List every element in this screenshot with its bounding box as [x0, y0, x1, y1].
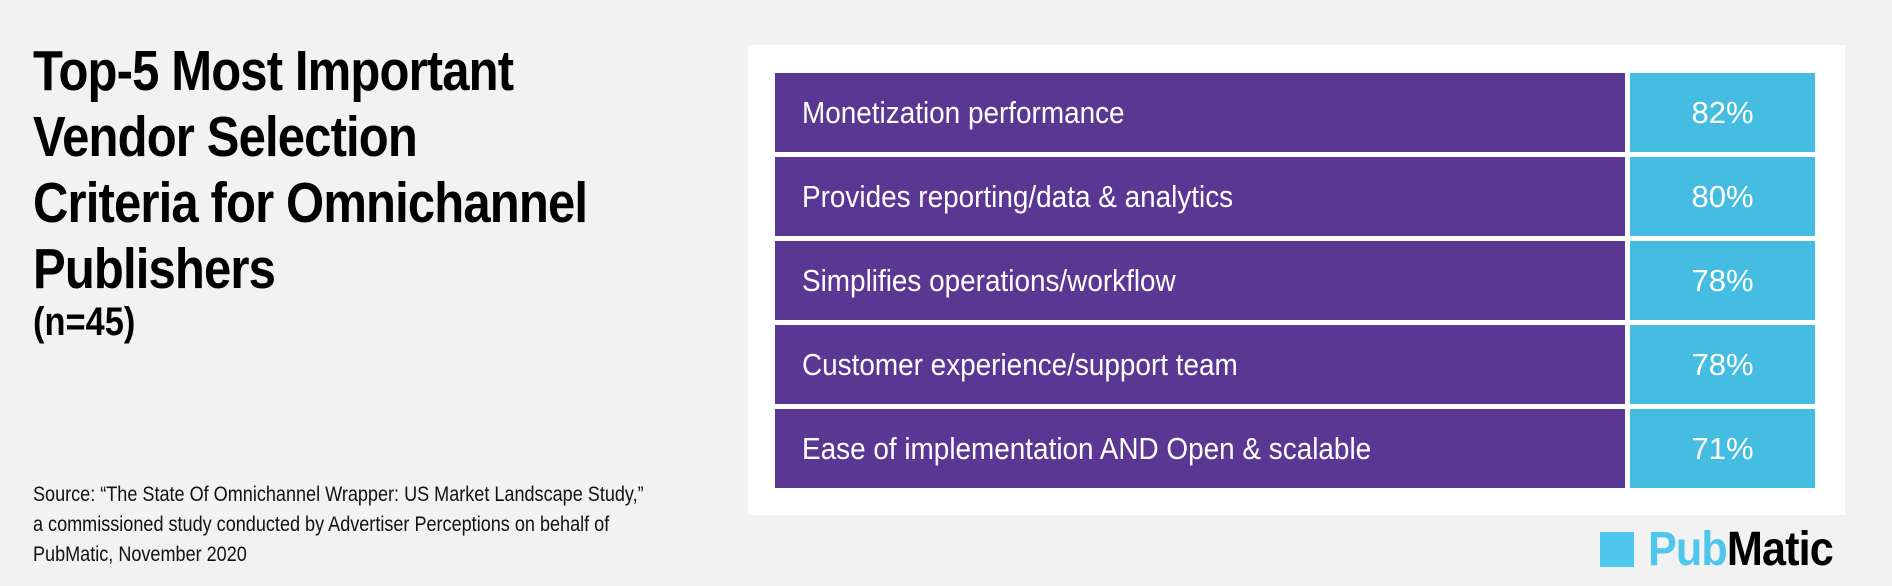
title-line: Top-5 Most Important — [33, 39, 514, 103]
criterion-label: Simplifies operations/workflow — [802, 263, 1176, 298]
criterion-label: Ease of implementation AND Open & scalab… — [802, 431, 1372, 466]
title-line: Criteria for Omnichannel — [33, 171, 588, 235]
logo-square-icon — [1600, 532, 1634, 567]
criterion-label: Customer experience/support team — [802, 347, 1238, 382]
logo-matic: Matic — [1726, 523, 1834, 576]
title-line: Vendor Selection — [33, 105, 418, 169]
logo-pub: Pub — [1648, 523, 1728, 576]
criterion-label-cell: Provides reporting/data & analytics — [775, 157, 1625, 236]
criterion-value: 71% — [1630, 409, 1815, 488]
criterion-label: Monetization performance — [802, 95, 1125, 130]
criterion-value: 78% — [1630, 325, 1815, 404]
title-line: Publishers — [33, 237, 276, 301]
criterion-label: Provides reporting/data & analytics — [802, 179, 1234, 214]
source-note: Source: “The State Of Omnichannel Wrappe… — [33, 480, 644, 570]
criterion-label-cell: Monetization performance — [775, 73, 1625, 152]
criterion-value: 82% — [1630, 73, 1815, 152]
criterion-label-cell: Ease of implementation AND Open & scalab… — [775, 409, 1625, 488]
source-line: PubMatic, November 2020 — [33, 543, 247, 566]
source-line: Source: “The State Of Omnichannel Wrappe… — [33, 483, 644, 506]
sample-size: (n=45) — [33, 300, 136, 344]
criterion-label-cell: Simplifies operations/workflow — [775, 241, 1625, 320]
criterion-value: 80% — [1630, 157, 1815, 236]
source-line: a commissioned study conducted by Advert… — [33, 513, 610, 536]
criterion-label-cell: Customer experience/support team — [775, 325, 1625, 404]
criterion-value: 78% — [1630, 241, 1815, 320]
chart-title: Top-5 Most Important Vendor Selection Cr… — [33, 38, 588, 302]
